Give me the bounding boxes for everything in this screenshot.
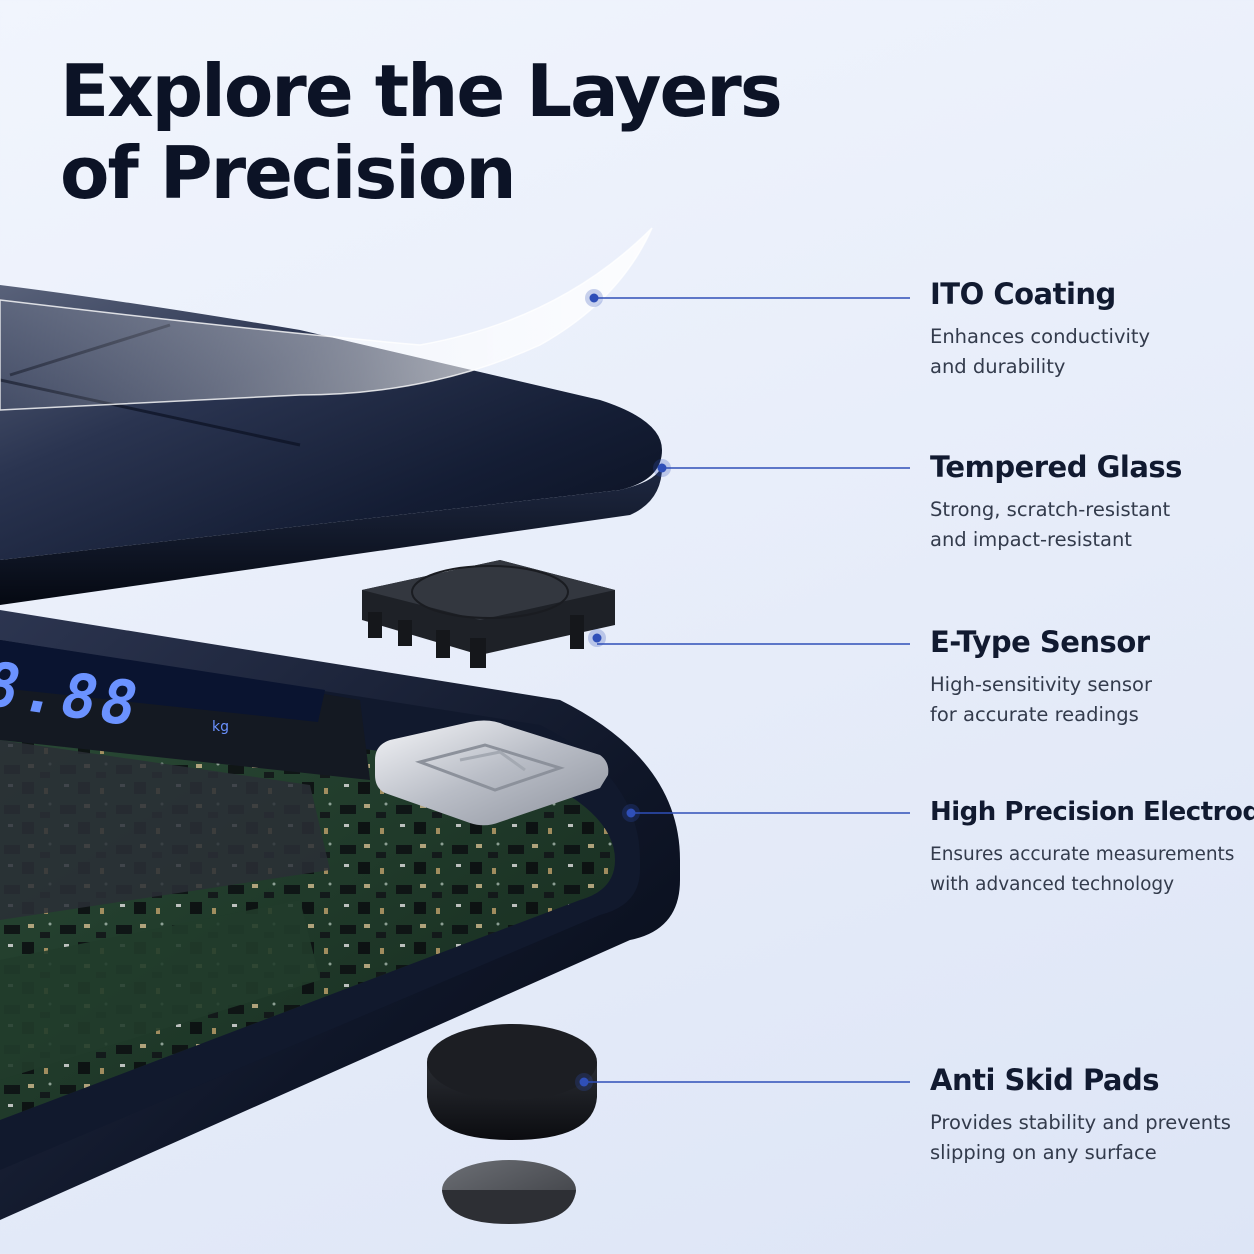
feature-description-line: Provides stability and prevents bbox=[930, 1111, 1231, 1134]
feature-description-line: and impact-resistant bbox=[930, 528, 1132, 551]
feature-title: E-Type Sensor bbox=[930, 625, 1150, 659]
feature-description-line: Strong, scratch-resistant bbox=[930, 498, 1171, 521]
feature-description-line: Enhances conductivity bbox=[930, 325, 1151, 348]
feature-title: ITO Coating bbox=[930, 277, 1116, 311]
callout-electrode bbox=[622, 804, 910, 822]
feature-title: Tempered Glass bbox=[930, 450, 1182, 484]
anti-skid-pad-adhesive-edge bbox=[442, 1190, 576, 1224]
feature-e-type-sensor: E-Type Sensor High-sensitivity sensor fo… bbox=[930, 624, 1240, 730]
feature-description: Provides stability and prevents slipping… bbox=[930, 1108, 1240, 1168]
anti-skid-pad bbox=[427, 1024, 597, 1140]
feature-ito-coating: ITO Coating Enhances conductivity and du… bbox=[930, 276, 1240, 382]
feature-anti-skid-pads: Anti Skid Pads Provides stability and pr… bbox=[930, 1062, 1240, 1168]
page-title: Explore the Layers of Precision bbox=[60, 49, 783, 215]
page-title-line1: Explore the Layers bbox=[60, 49, 783, 133]
feature-description-line: slipping on any surface bbox=[930, 1141, 1157, 1164]
display-unit: kg bbox=[212, 719, 229, 735]
feature-description-line: High-sensitivity sensor bbox=[930, 673, 1152, 696]
callout-glass bbox=[653, 459, 910, 477]
feature-description: Strong, scratch-resistant and impact-res… bbox=[930, 495, 1240, 555]
board-shield bbox=[0, 740, 330, 920]
callout-pads bbox=[575, 1073, 910, 1091]
display-panel bbox=[0, 640, 325, 722]
board-shield-lower bbox=[0, 900, 320, 1080]
feature-description-line: and durability bbox=[930, 355, 1066, 378]
feature-description-line: Ensures accurate measurements bbox=[930, 844, 1235, 865]
feature-description: Ensures accurate measurements with advan… bbox=[930, 840, 1240, 900]
feature-description: High-sensitivity sensor for accurate rea… bbox=[930, 670, 1240, 730]
feature-description: Enhances conductivity and durability bbox=[930, 322, 1240, 382]
callout-ito bbox=[585, 289, 910, 307]
feature-description-line: with advanced technology bbox=[930, 874, 1175, 895]
ito-film bbox=[0, 227, 653, 411]
page-title-line2: of Precision bbox=[60, 131, 517, 215]
feature-title: Anti Skid Pads bbox=[930, 1063, 1160, 1097]
feature-title: High Precision Electrode bbox=[930, 797, 1254, 827]
callout-sensor bbox=[588, 629, 910, 647]
feature-tempered-glass: Tempered Glass Strong, scratch-resistant… bbox=[930, 449, 1240, 555]
tempered-glass-edge bbox=[0, 462, 663, 605]
sensor-part bbox=[362, 560, 615, 668]
electrode-part bbox=[375, 720, 609, 826]
feature-description-line: for accurate readings bbox=[930, 703, 1139, 726]
feature-high-precision-electrode: High Precision Electrode Ensures accurat… bbox=[930, 794, 1254, 900]
